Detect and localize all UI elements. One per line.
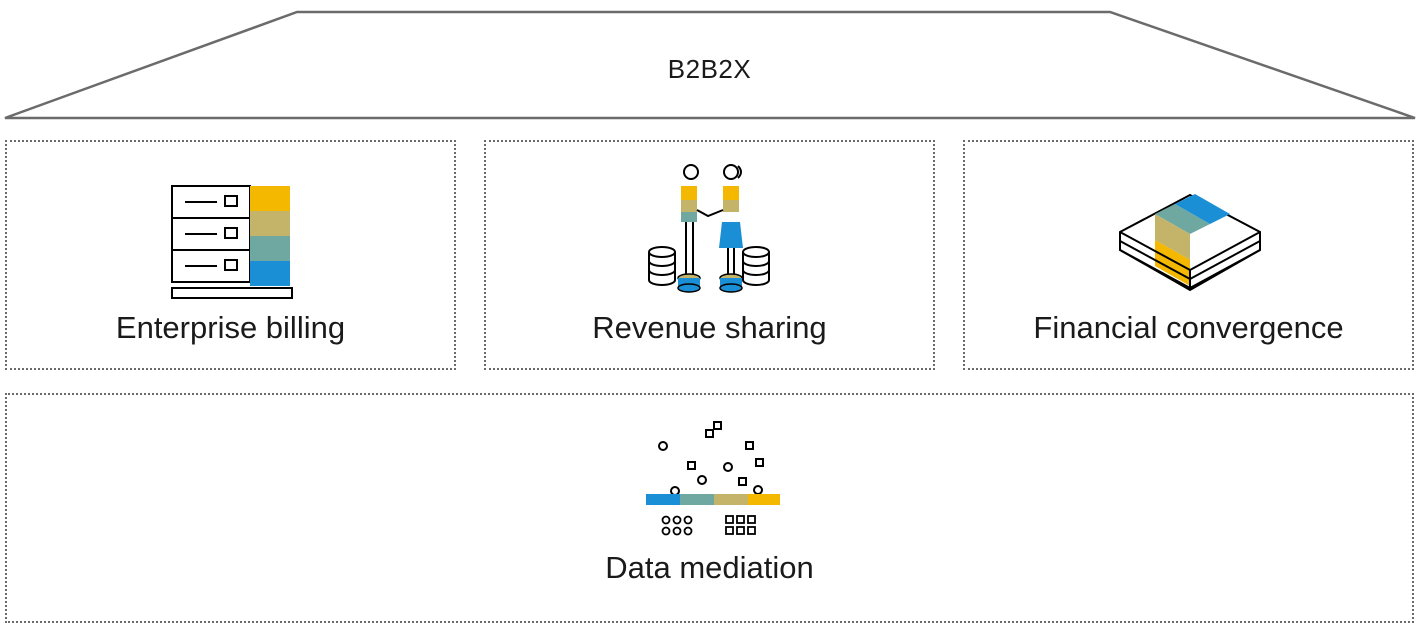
handshake-coins-icon bbox=[648, 164, 770, 293]
roof-shape bbox=[4, 10, 1416, 120]
server-rack-icon bbox=[171, 185, 293, 299]
pillar-label: Enterprise billing bbox=[115, 310, 346, 345]
pillar-financial-convergence: Financial convergence bbox=[963, 140, 1414, 370]
data-mediation-icon bbox=[646, 421, 780, 536]
money-stack-icon bbox=[1119, 193, 1261, 292]
pillar-label: Financial convergence bbox=[1033, 310, 1344, 345]
pillar-revenue-sharing: Revenue sharing bbox=[484, 140, 935, 370]
base-label: Data mediation bbox=[605, 550, 814, 585]
pillar-enterprise-billing: Enterprise billing bbox=[5, 140, 456, 370]
pillar-label: Revenue sharing bbox=[592, 310, 827, 345]
base-data-mediation: Data mediation bbox=[5, 393, 1414, 623]
roof-title: B2B2X bbox=[667, 54, 752, 84]
